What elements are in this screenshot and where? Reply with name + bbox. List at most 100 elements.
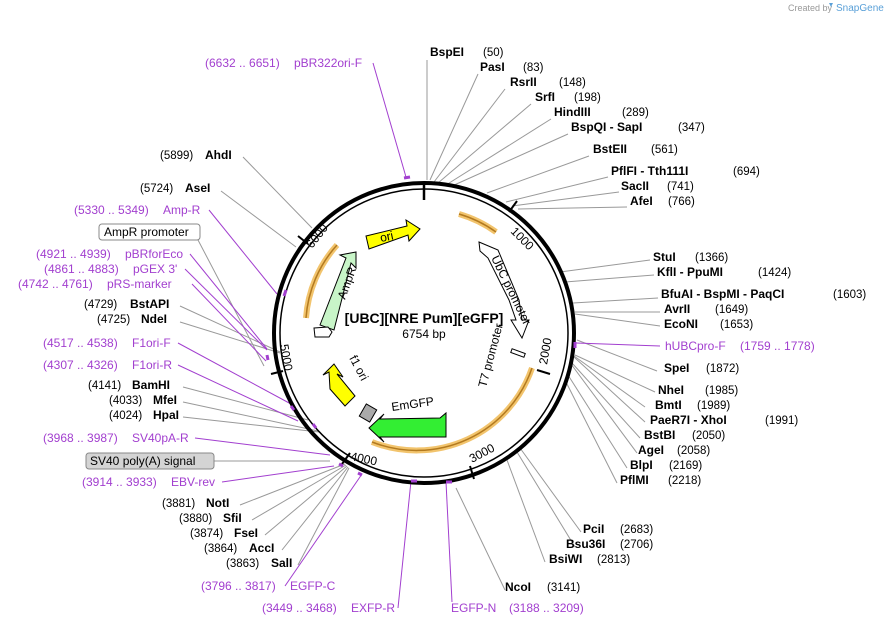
ori-arrow[interactable]	[365, 218, 421, 250]
site-pos: (3141)	[547, 582, 580, 594]
site-name[interactable]: NcoI	[505, 580, 531, 594]
site-name[interactable]: BfuAI - BspMI - PaqCI	[661, 287, 784, 301]
site-pos: (4033)	[109, 395, 142, 407]
primer-name[interactable]: pRS-marker	[107, 277, 172, 291]
site-name[interactable]: KflI - PpuMI	[657, 265, 723, 279]
site-name[interactable]: PflMI	[620, 473, 649, 487]
tick-label-5000: 5000	[277, 343, 295, 372]
primer-name[interactable]: EBV-rev	[171, 475, 215, 489]
site-name[interactable]: SrfI	[535, 90, 555, 104]
site-pos: (289)	[622, 107, 649, 119]
ampr-arrow[interactable]	[319, 251, 357, 331]
site-name[interactable]: SfiI	[223, 511, 242, 525]
site-pos: (1603)	[833, 289, 866, 301]
site-pos: (1649)	[715, 304, 748, 316]
primer-name[interactable]: hUBCpro-F	[665, 339, 726, 353]
site-name[interactable]: BstBI	[644, 428, 675, 442]
site-pos: (5899)	[160, 150, 193, 162]
emgfp-arrow[interactable]	[368, 411, 447, 443]
band-egfp-line	[371, 367, 533, 452]
site-name[interactable]: PflFI - Tth111I	[611, 164, 688, 178]
site-name[interactable]: StuI	[653, 250, 676, 264]
site-pos: (741)	[667, 181, 694, 193]
primer-name[interactable]: Amp-R	[163, 203, 201, 217]
t7-promoter-label: T7 promoter	[475, 322, 505, 389]
site-name[interactable]: NheI	[658, 383, 684, 397]
site-pos: (347)	[678, 122, 705, 134]
plasmid-size: 6754 bp	[402, 327, 446, 341]
site-name[interactable]: BmtI	[655, 398, 682, 412]
sv40-box[interactable]	[85, 452, 215, 470]
site-name[interactable]: BlpI	[630, 458, 653, 472]
snapgene-logo-icon	[829, 3, 833, 7]
site-pos: (4024)	[109, 410, 142, 422]
primer-name[interactable]: pGEX 3'	[133, 262, 177, 276]
site-name[interactable]: BamHI	[132, 378, 170, 392]
site-name[interactable]: PasI	[480, 60, 505, 74]
site-name[interactable]: AgeI	[638, 443, 664, 457]
site-pos: (1985)	[705, 385, 738, 397]
site-pos: (2813)	[597, 554, 630, 566]
primer-name[interactable]: pBR322ori-F	[294, 56, 362, 70]
site-pos: (3881)	[162, 498, 195, 510]
site-name[interactable]: NotI	[206, 496, 229, 510]
site-name[interactable]: AvrII	[664, 302, 690, 316]
primer-name[interactable]: EXFP-R	[351, 601, 395, 615]
site-name[interactable]: AhdI	[205, 148, 232, 162]
site-name[interactable]: FseI	[234, 526, 258, 540]
f1-ori-arrow[interactable]	[322, 363, 356, 407]
site-name[interactable]: SalI	[271, 556, 292, 570]
primer-name[interactable]: EGFP-C	[290, 579, 336, 593]
primer-range: (4307 .. 4326)	[43, 358, 118, 372]
sv40-marker[interactable]	[358, 403, 378, 423]
site-name[interactable]: AseI	[185, 181, 210, 195]
primer-labels: (6632 .. 6651) pBR322ori-F (5330 .. 5349…	[18, 56, 815, 615]
primer-name[interactable]: EGFP-N	[451, 601, 496, 615]
site-pos: (198)	[574, 92, 601, 104]
band-ubc-top-line	[458, 213, 497, 233]
site-pos: (2706)	[620, 539, 653, 551]
t7-promoter-arrow[interactable]	[510, 348, 526, 358]
primer-range: (5330 .. 5349)	[74, 203, 149, 217]
site-pos: (5724)	[140, 183, 173, 195]
site-name[interactable]: MfeI	[153, 393, 177, 407]
site-pos: (3863)	[226, 558, 259, 570]
primer-range: (3449 .. 3468)	[262, 601, 337, 615]
site-name[interactable]: SacII	[621, 179, 649, 193]
ampr-promoter-box[interactable]	[98, 223, 201, 241]
primer-name[interactable]: F1ori-F	[132, 336, 171, 350]
site-pos: (4725)	[97, 314, 130, 326]
site-name[interactable]: RsrII	[510, 75, 537, 89]
plasmid-name: [UBC][NRE Pum][eGFP]	[345, 310, 504, 326]
site-pos: (1653)	[720, 319, 753, 331]
site-name[interactable]: AccI	[249, 541, 274, 555]
site-pos: (1991)	[765, 415, 798, 427]
site-name[interactable]: BstAPI	[130, 297, 169, 311]
site-name[interactable]: BsiWI	[549, 552, 582, 566]
primer-name[interactable]: F1ori-R	[132, 358, 172, 372]
site-name[interactable]: PaeR7I - XhoI	[650, 413, 727, 427]
site-name[interactable]: BspEI	[430, 45, 464, 59]
site-name[interactable]: NdeI	[141, 312, 167, 326]
site-name[interactable]: SpeI	[664, 361, 689, 375]
primer-range: (3968 .. 3987)	[43, 431, 118, 445]
site-name[interactable]: BstEII	[593, 142, 627, 156]
ampr-promoter-arrow[interactable]	[313, 326, 333, 338]
site-name[interactable]: PciI	[583, 522, 604, 536]
ubc-promoter-arrow[interactable]	[478, 241, 530, 340]
site-name[interactable]: AfeI	[630, 194, 653, 208]
primer-name[interactable]: pBRforEco	[125, 247, 183, 261]
site-name[interactable]: EcoNI	[664, 317, 698, 331]
site-name[interactable]: HpaI	[153, 408, 179, 422]
site-pos: (3874)	[190, 528, 223, 540]
site-name[interactable]: HindIII	[554, 105, 591, 119]
primer-range: (3796 .. 3817)	[201, 579, 276, 593]
site-pos: (83)	[523, 62, 544, 74]
left-site-labels: (5899) AhdI (5724) AseI (4729) BstAPI (4…	[84, 148, 292, 570]
tick-label-3000: 3000	[467, 441, 497, 466]
major-ticks	[270, 200, 551, 480]
site-pos: (2169)	[669, 460, 702, 472]
site-name[interactable]: BspQI - SapI	[571, 120, 642, 134]
primer-name[interactable]: SV40pA-R	[132, 431, 189, 445]
site-name[interactable]: Bsu36I	[566, 537, 605, 551]
